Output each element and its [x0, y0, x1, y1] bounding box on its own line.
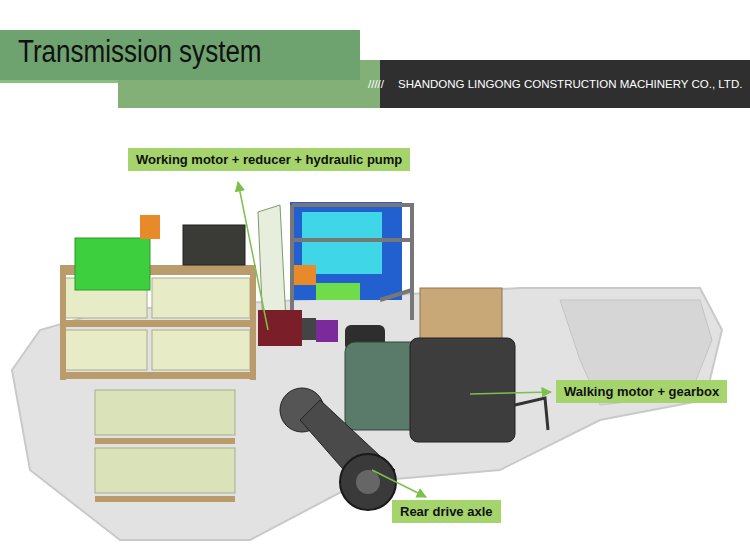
- valve: [292, 265, 316, 285]
- gearbox: [410, 338, 515, 442]
- steel-frame: [292, 205, 412, 330]
- hub-center: [356, 470, 380, 494]
- chassis: [12, 288, 722, 540]
- company-label: SHANDONG LINGONG CONSTRUCTION MACHINERY …: [398, 78, 742, 90]
- page-title: Transmission system: [18, 34, 262, 70]
- company-label: /////: [368, 78, 384, 90]
- header-line: [0, 80, 118, 83]
- reducer: [302, 318, 316, 340]
- hydraulic-tank: [302, 212, 382, 274]
- callout-box: Rear drive axle: [392, 500, 501, 523]
- filter: [316, 283, 360, 300]
- callout-text: Working motor + reducer + hydraulic pump: [136, 152, 402, 167]
- control-box: [183, 225, 245, 265]
- hydraulic-pump: [316, 320, 338, 342]
- panel: [258, 205, 286, 328]
- leader-line: [238, 182, 268, 330]
- controller-module: [75, 238, 150, 290]
- callout-box: Walking motor + gearbox: [556, 380, 727, 403]
- hydraulic-unit: [290, 202, 402, 300]
- callout-text: Rear drive axle: [400, 504, 493, 519]
- valve-block: [420, 288, 502, 340]
- leader-line: [372, 470, 426, 497]
- battery-stack: [60, 265, 256, 502]
- rod: [515, 398, 548, 430]
- callout-text: Walking motor + gearbox: [564, 384, 719, 399]
- wheel-hub: [340, 454, 396, 510]
- title-band: [0, 30, 360, 80]
- small-part: [140, 215, 160, 239]
- leader-line: [470, 392, 551, 394]
- callout-box: Working motor + reducer + hydraulic pump: [128, 148, 410, 171]
